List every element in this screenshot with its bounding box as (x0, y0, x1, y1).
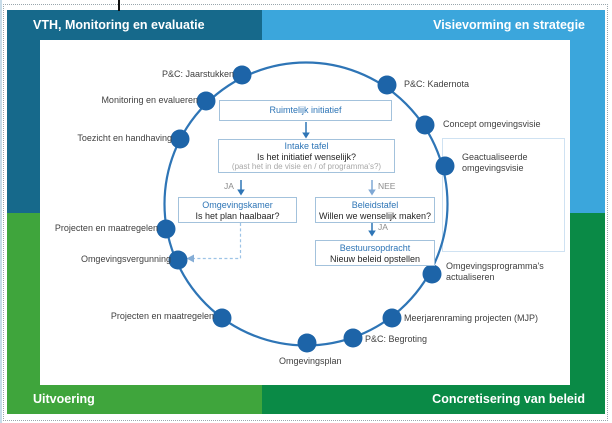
arrow-ja-to-omgevingskamer-icon (237, 180, 245, 196)
text-cursor-artifact (118, 0, 120, 11)
quadrant-title-uitvoering: Uitvoering (33, 392, 95, 406)
flow-box-omgevingskamer-question: Is het plan haalbaar? (195, 210, 280, 221)
node-dot-omgevingsplan (297, 333, 317, 353)
flow-box-intake-tafel: Intake tafel Is het initiatief wenselijk… (218, 139, 395, 173)
page-dotted-border (3, 4, 608, 421)
node-dot-geactualiseerde-omgevingsvisie (435, 156, 455, 176)
node-dot-pc-kadernota (377, 75, 397, 95)
node-label-monitoring-en-evalueren: Monitoring en evalueren (101, 95, 198, 105)
arrow-ja-to-bestuursopdracht-icon (368, 222, 376, 237)
arrow-nee-to-beleidstafel-icon (368, 180, 376, 196)
flow-box-beleidstafel-title: Beleidstafel (351, 200, 399, 210)
quadrant-title-concretisering: Concretisering van beleid (432, 392, 585, 406)
flow-box-bestuursopdracht-question: Nieuw beleid opstellen (329, 253, 421, 264)
flow-box-beleidstafel: Beleidstafel Willen we wenselijk maken? (315, 197, 435, 223)
dashed-feedback-connector (194, 223, 242, 260)
branch-label-ja: JA (224, 181, 234, 191)
arrow-start-to-intake-icon (302, 122, 310, 139)
flow-box-bestuursopdracht: Bestuursopdracht Nieuw beleid opstellen (315, 240, 435, 266)
node-label-pc-kadernota: P&C: Kadernota (404, 79, 470, 89)
node-dot-projecten-en-maatregelen-2 (212, 308, 232, 328)
node-label-omgevingsprogrammas-actualiseren: Omgevingsprogramma's actualiseren (446, 261, 544, 282)
node-label-omgevingsplan: Omgevingsplan (279, 356, 342, 366)
node-dot-concept-omgevingsvisie (415, 115, 435, 135)
flow-box-ruimtelijk-initiatief: Ruimtelijk initiatief (219, 100, 392, 121)
window-edge-artifact (0, 0, 2, 423)
node-label-projecten-en-maatregelen-2: Projecten en maatregelen (110, 311, 214, 321)
flow-box-intake-tafel-title: Intake tafel (284, 141, 329, 151)
empty-note-box (442, 138, 565, 252)
flow-box-bestuursopdracht-title: Bestuursopdracht (339, 243, 411, 253)
node-dot-projecten-en-maatregelen-1 (156, 219, 176, 239)
flow-box-beleidstafel-question: Willen we wenselijk maken? (318, 210, 432, 221)
node-dot-pc-jaarstukken (232, 65, 252, 85)
flow-box-intake-tafel-hint: (past het in de visie en / of programma'… (231, 162, 382, 171)
node-label-geactualiseerde-omgevingsvisie: Geactualiseerde omgevingsvisie (462, 152, 528, 173)
node-dot-pc-begroting (343, 328, 363, 348)
node-label-projecten-en-maatregelen-1: Projecten en maatregelen (54, 223, 158, 233)
node-dot-omgevingsprogrammas-actualiseren (422, 264, 442, 284)
node-dot-meerjarenraming-mjp (382, 308, 402, 328)
dashed-connector-arrowhead-icon (186, 254, 194, 263)
flow-box-omgevingskamer: Omgevingskamer Is het plan haalbaar? (178, 197, 297, 223)
quadrant-title-vth-monitoring: VTH, Monitoring en evaluatie (33, 18, 205, 32)
node-dot-toezicht-en-handhaving (170, 129, 190, 149)
node-label-concept-omgevingsvisie: Concept omgevingsvisie (443, 119, 541, 129)
node-label-pc-begroting: P&C: Begroting (365, 334, 428, 344)
branch-label-ja-2: JA (378, 222, 388, 232)
flow-box-ruimtelijk-initiatief-title: Ruimtelijk initiatief (269, 105, 342, 115)
node-label-omgevingsvergunning: Omgevingsvergunning (80, 254, 171, 264)
branch-label-nee: NEE (378, 181, 396, 191)
quadrant-title-visievorming: Visievorming en strategie (433, 18, 585, 32)
node-dot-omgevingsvergunning (168, 250, 188, 270)
node-label-toezicht-en-handhaving: Toezicht en handhaving (77, 133, 172, 143)
node-dot-monitoring-en-evalueren (196, 91, 216, 111)
flow-box-intake-tafel-question: Is het initiatief wenselijk? (256, 151, 357, 162)
flow-box-omgevingskamer-title: Omgevingskamer (202, 200, 273, 210)
node-label-pc-jaarstukken: P&C: Jaarstukken (161, 69, 234, 79)
node-label-meerjarenraming-mjp: Meerjarenraming projecten (MJP) (404, 313, 539, 323)
